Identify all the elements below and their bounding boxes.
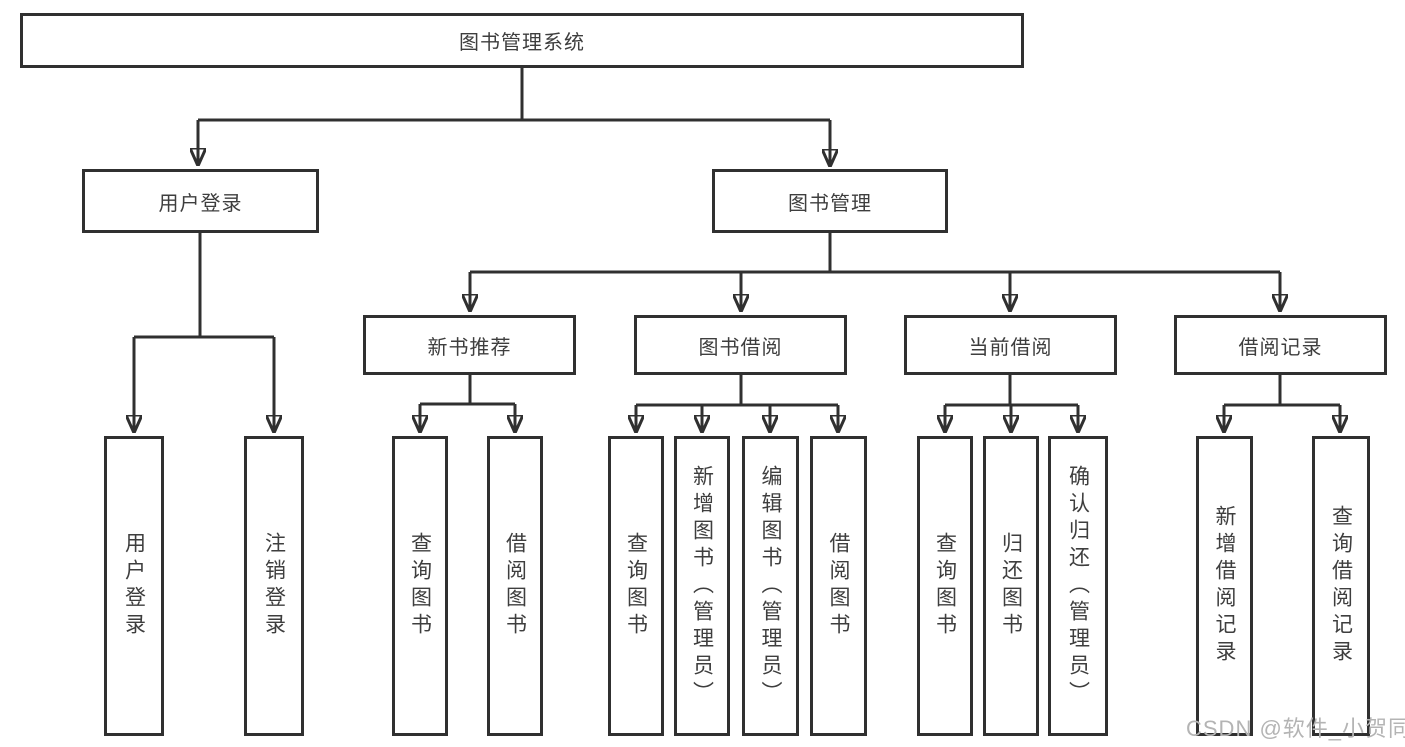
node-user-login: 用户登录 — [82, 169, 319, 233]
node-recommend-borrow-book: 借阅图书 — [487, 436, 543, 736]
node-recommend-query-book: 查询图书 — [392, 436, 448, 736]
node-borrow-query-book: 查询图书 — [608, 436, 664, 736]
node-current-query-book: 查询图书 — [917, 436, 973, 736]
node-borrow-add-book-admin: 新增图书（管理员） — [674, 436, 730, 736]
node-user-login-action: 用户登录 — [104, 436, 164, 736]
connector-current-borrow-children — [945, 375, 1078, 433]
node-current-return-book: 归还图书 — [983, 436, 1039, 736]
connector-borrow-records-children — [1224, 375, 1340, 433]
node-current-borrow: 当前借阅 — [904, 315, 1117, 375]
connector-book-borrow-children — [636, 375, 838, 433]
connector-new-book-children — [420, 375, 515, 433]
node-system-root: 图书管理系统 — [20, 13, 1024, 68]
connector-user-login-children — [134, 233, 274, 433]
node-current-confirm-return-admin: 确认归还（管理员） — [1048, 436, 1108, 736]
node-records-query-record: 查询借阅记录 — [1312, 436, 1370, 736]
node-borrow-edit-book-admin: 编辑图书（管理员） — [742, 436, 799, 736]
node-new-book-recommend: 新书推荐 — [363, 315, 576, 375]
node-records-add-record: 新增借阅记录 — [1196, 436, 1253, 736]
node-borrow-records: 借阅记录 — [1174, 315, 1387, 375]
node-book-borrow: 图书借阅 — [634, 315, 847, 375]
node-book-management: 图书管理 — [712, 169, 948, 233]
connector-root-to-level2 — [198, 68, 830, 167]
node-logout-action: 注销登录 — [244, 436, 304, 736]
node-borrow-borrow-book: 借阅图书 — [810, 436, 867, 736]
connector-book-mgmt-sections — [470, 233, 1280, 312]
